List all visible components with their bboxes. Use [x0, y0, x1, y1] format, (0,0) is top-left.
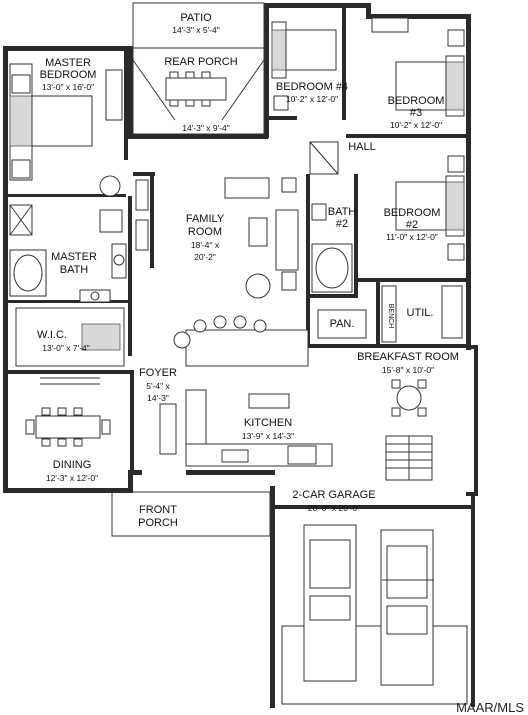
utility-label: UTIL. [407, 307, 434, 319]
breakfast-room: BREAKFAST ROOM 15'-8" x 10'-0" [357, 351, 459, 417]
master-bath: MASTER BATH [8, 196, 132, 356]
bath-2-label-1: BATH [328, 206, 357, 218]
bedroom-4-dims: 10'-2" x 12'-0" [286, 94, 338, 104]
foyer: FOYER 5'-4" x 14'-3" [130, 331, 191, 470]
patio: PATIO 14'-3" x 5'-4" [132, 2, 265, 49]
bedroom-2-label-2: #2 [406, 219, 418, 231]
garage: 2-CAR GARAGE 20'-0" x 20'-0" [275, 489, 471, 705]
kitchen-counters: KITCHEN 13'-9" x 14'-3" [185, 315, 333, 467]
exterior-walls [3, 3, 478, 708]
bedroom-4: BEDROOM #4 10'-2" x 12'-0" [269, 8, 348, 120]
foyer-dims-2: 14'-3" [147, 393, 169, 403]
rear-porch: REAR PORCH 14'-3" x 9'-4" [132, 47, 265, 135]
rear-porch-label: REAR PORCH [164, 56, 237, 68]
bedroom-2-label-1: BEDROOM [384, 207, 441, 219]
walk-in-closet: W.I.C. 13'-0" x 7'-4" [8, 307, 132, 374]
master-bedroom-dims: 13'-0" x 16'-0" [42, 82, 94, 92]
wic-dims: 13'-0" x 7'-4" [42, 343, 90, 353]
garage-label: 2-CAR GARAGE [292, 489, 375, 501]
family-room-dims-1: 18'-4" x [191, 240, 220, 250]
patio-dims: 14'-3" x 5'-4" [172, 25, 220, 35]
front-porch: FRONT PORCH [111, 491, 271, 537]
family-room-label-2: ROOM [188, 226, 222, 238]
bath-2: BATH #2 [306, 174, 358, 298]
foyer-dims-1: 5'-4" x [146, 381, 170, 391]
rear-porch-dims: 14'-3" x 9'-4" [182, 123, 230, 133]
dining-dims: 12'-3" x 12'-0" [46, 473, 98, 483]
master-bath-label-2: BATH [60, 264, 89, 276]
master-bedroom-label-2: BEDROOM [40, 69, 97, 81]
bedroom-2-dims: 11'-0" x 12'-0" [386, 232, 438, 242]
bedroom-4-label: BEDROOM #4 [276, 81, 348, 93]
watermark-text: MAAR/MLS [456, 700, 524, 715]
dining: DINING 12'-3" x 12'-0" [25, 377, 111, 483]
master-bedroom: MASTER BEDROOM 13'-0" x 16'-0" [8, 50, 128, 197]
hall-label: HALL [348, 141, 376, 153]
family-room: FAMILY ROOM 18'-4" x 20'-2" [133, 172, 299, 299]
family-room-dims-2: 20'-2" [194, 252, 216, 262]
dining-label: DINING [53, 459, 92, 471]
garage-dims: 20'-0" x 20'-0" [308, 503, 360, 513]
bedroom-3-label-1: BEDROOM [388, 95, 445, 107]
stairs [385, 435, 433, 481]
patio-label: PATIO [180, 12, 212, 24]
bedroom-3-label-2: #3 [410, 107, 422, 119]
bench-label: BENCH [387, 304, 394, 329]
bedroom-3: BEDROOM #3 10'-2" x 12'-0" [346, 17, 468, 138]
kitchen-dims: 13'-9" x 14'-3" [242, 431, 294, 441]
hall: HALL [309, 141, 376, 175]
pantry-label: PAN. [330, 318, 355, 330]
kitchen-label: KITCHEN [244, 417, 292, 429]
master-bath-label-1: MASTER [51, 251, 97, 263]
front-porch-label-1: FRONT [139, 504, 177, 516]
bedroom-2: BEDROOM #2 11'-0" x 12'-0" [358, 155, 468, 282]
front-porch-label-2: PORCH [138, 517, 178, 529]
breakfast-room-label: BREAKFAST ROOM [357, 351, 459, 363]
bath-2-label-2: #2 [336, 218, 348, 230]
foyer-label: FOYER [139, 367, 177, 379]
family-room-label-1: FAMILY [186, 213, 225, 225]
breakfast-room-dims: 15'-8" x 10'-0" [382, 365, 434, 375]
wic-label: W.I.C. [37, 329, 67, 341]
master-bedroom-label-1: MASTER [45, 57, 91, 69]
pantry-utility: PAN. BENCH UTIL. [306, 282, 466, 348]
bedroom-3-dims: 10'-2" x 12'-0" [390, 120, 442, 130]
